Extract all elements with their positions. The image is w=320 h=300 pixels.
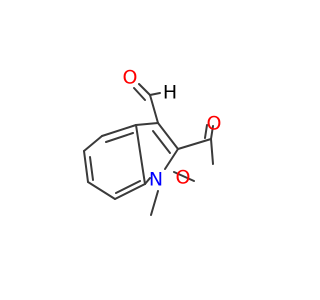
- bond-benzene-c7-c7a: [114, 183, 146, 200]
- bond-ester-c-o-single: [210, 138, 214, 165]
- bond-benzene-double-3: [115, 180, 141, 194]
- bond-benzene-double-2: [89, 156, 94, 181]
- bond-cho-o-1: [138, 83, 151, 96]
- bond-c2-ester-c: [177, 138, 212, 150]
- atom-label-aldehyde-oxygen: O: [123, 67, 138, 89]
- bond-cho-h: [149, 92, 161, 96]
- molecule-diagram: O H O O N: [83, 66, 222, 216]
- bond-benzene-c7a-c3a: [135, 124, 146, 185]
- atom-label-ester-ether-oxygen: O: [176, 167, 191, 189]
- bond-c3a-c3: [135, 122, 159, 126]
- bond-c2-n1: [164, 148, 179, 170]
- molecule-structure: O H O O N: [83, 67, 222, 216]
- bond-benzene-c3a-c4: [101, 124, 137, 137]
- bond-cho-o-2: [133, 87, 146, 101]
- bond-benzene-c6-c7: [87, 181, 116, 200]
- bond-benzene-c4-c5: [83, 135, 103, 152]
- atom-label-indole-nitrogen: N: [149, 169, 163, 191]
- bond-ester-c-o-double-2: [204, 124, 208, 139]
- bond-c3-c2: [157, 122, 179, 150]
- bond-n-methyl: [150, 190, 159, 216]
- atom-label-ester-carbonyl-oxygen: O: [207, 113, 222, 135]
- bond-ester-c-o-double-1: [210, 125, 214, 140]
- bond-c3-c2-double: [152, 130, 171, 154]
- bond-benzene-double-1: [105, 132, 134, 143]
- atom-label-aldehyde-hydrogen: H: [163, 82, 177, 104]
- bond-ester-o-methyl: [173, 171, 195, 182]
- bond-benzene-c5-c6: [83, 150, 89, 183]
- bond-n1-c7a: [144, 177, 151, 185]
- bond-c3-cho: [149, 94, 159, 124]
